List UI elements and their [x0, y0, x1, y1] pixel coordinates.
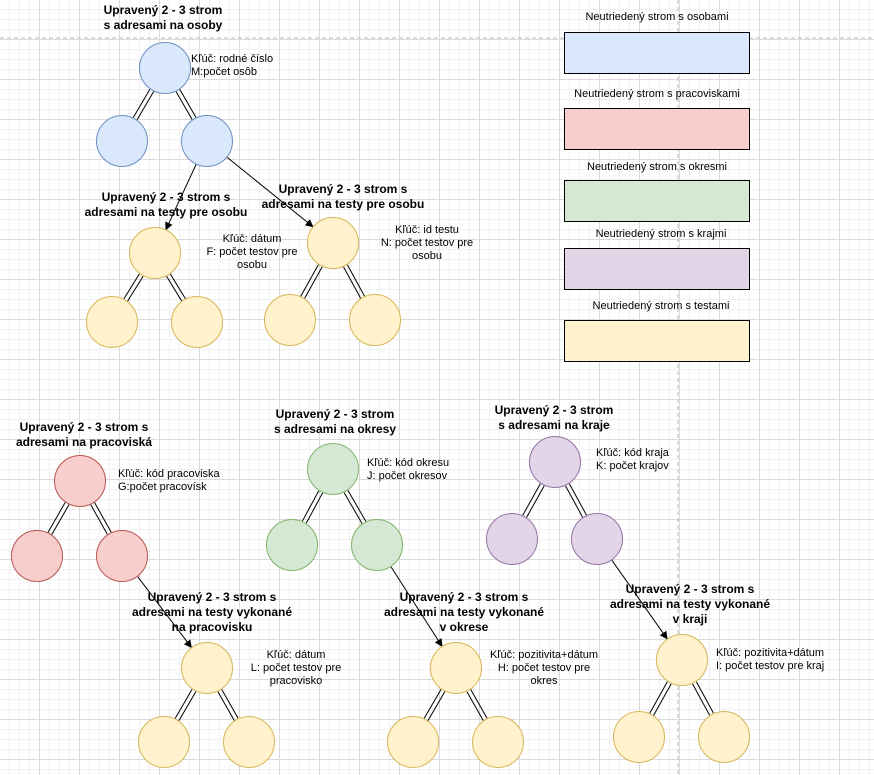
tree-edge-testy-pracovisko-right — [217, 691, 235, 721]
node-pracoviska-left — [11, 530, 63, 582]
tree-edge-testy-okres-right — [466, 691, 484, 721]
node-osoby-right — [181, 115, 233, 167]
tree-edge-kraje-right — [565, 485, 584, 518]
tree-edge-pracoviska-right — [90, 504, 108, 535]
node-testy-osoba-1-left — [86, 296, 138, 348]
tree-edge-testy-kraj-left — [653, 683, 672, 716]
node-osoby-left — [96, 115, 148, 167]
legend-label-testy: Neutriedený strom s testami — [592, 300, 730, 312]
node-testy-osoba-2-right — [349, 294, 401, 346]
tree-edge-osoby-right — [179, 89, 197, 118]
tree-edge-pracoviska-left — [51, 504, 70, 535]
legend-box-pracoviska — [564, 108, 750, 150]
tree-edge-testy-osoba-1-left — [127, 275, 144, 302]
legend-label-osoby: Neutriedený strom s osobami — [585, 11, 729, 23]
node-osoby-root — [139, 42, 191, 94]
node-testy-kraj-right — [698, 711, 750, 763]
tree-edge-osoby-left — [132, 89, 151, 118]
node-kraje-right — [571, 513, 623, 565]
arrow-link-pracoviska-right-to-testy-pracovisko-root — [137, 576, 192, 649]
node-testy-osoba-1-right — [171, 296, 223, 348]
node-testy-kraj-root — [656, 634, 708, 686]
tree-edge-osoby-right — [175, 91, 193, 120]
node-kraje-root — [529, 436, 581, 488]
node-testy-okres-left — [387, 716, 439, 768]
node-testy-pracovisko-root — [181, 642, 233, 694]
tree-edge-kraje-left — [526, 485, 545, 518]
node-okresy-right — [351, 519, 403, 571]
tree-edge-okresy-right — [347, 490, 367, 522]
legend-box-testy — [564, 320, 750, 362]
arrow-link-osoby-right-to-testy-osoba-1-root — [165, 164, 197, 231]
tree-edge-testy-okres-right — [470, 689, 488, 719]
tree-edge-testy-kraj-left — [649, 681, 668, 714]
tree-edge-testy-kraj-right — [695, 681, 714, 714]
tree-edge-testy-osoba-2-right — [343, 266, 362, 299]
tree-edge-testy-pracovisko-right — [221, 689, 239, 719]
node-kraje-left — [486, 513, 538, 565]
node-testy-kraj-left — [613, 711, 665, 763]
tree-edge-kraje-left — [522, 483, 541, 516]
node-testy-osoba-2-root — [307, 217, 359, 269]
arrow-link-osoby-right-to-testy-osoba-2-root — [226, 156, 314, 228]
node-testy-okres-right — [472, 716, 524, 768]
legend-box-osoby — [564, 32, 750, 74]
tree-edge-testy-okres-left — [423, 689, 442, 719]
arrow-link-kraje-right-to-testy-kraj-root — [611, 559, 668, 640]
tree-edge-okresy-left — [305, 492, 324, 524]
legend-label-okresy: Neutriedený strom s okresmi — [587, 161, 727, 173]
arrow-link-okresy-right-to-testy-okres-root — [390, 566, 443, 647]
node-testy-okres-root — [430, 642, 482, 694]
legend-label-kraje: Neutriedený strom s krajmi — [595, 228, 727, 240]
tree-edge-pracoviska-left — [47, 502, 66, 533]
tree-edge-testy-okres-left — [427, 691, 446, 721]
tree-edge-testy-pracovisko-left — [174, 689, 193, 719]
node-okresy-left — [266, 519, 318, 571]
tree-edge-testy-osoba-1-left — [123, 273, 140, 300]
tree-edge-testy-osoba-1-right — [166, 276, 183, 302]
node-testy-osoba-2-left — [264, 294, 316, 346]
tree-edge-okresy-right — [343, 492, 363, 524]
node-pracoviska-right — [96, 530, 148, 582]
tree-edge-kraje-right — [568, 483, 587, 516]
node-testy-osoba-1-root — [129, 227, 181, 279]
node-okresy-root — [307, 443, 359, 495]
legend-box-okresy — [564, 180, 750, 222]
node-testy-pracovisko-right — [223, 716, 275, 768]
tree-edge-pracoviska-right — [94, 502, 112, 533]
tree-edge-okresy-left — [301, 490, 320, 522]
tree-edge-testy-osoba-2-left — [304, 266, 323, 299]
node-testy-pracovisko-left — [138, 716, 190, 768]
tree-edge-testy-osoba-2-right — [346, 264, 365, 297]
tree-edge-testy-pracovisko-left — [178, 691, 197, 721]
tree-edge-testy-osoba-2-left — [300, 264, 319, 297]
legend-box-kraje — [564, 248, 750, 290]
tree-edge-testy-kraj-right — [692, 683, 711, 716]
tree-edge-testy-osoba-1-right — [169, 273, 186, 299]
node-pracoviska-root — [54, 455, 106, 507]
legend-label-pracoviska: Neutriedený strom s pracoviskami — [574, 88, 740, 100]
tree-edge-osoby-left — [136, 91, 155, 120]
